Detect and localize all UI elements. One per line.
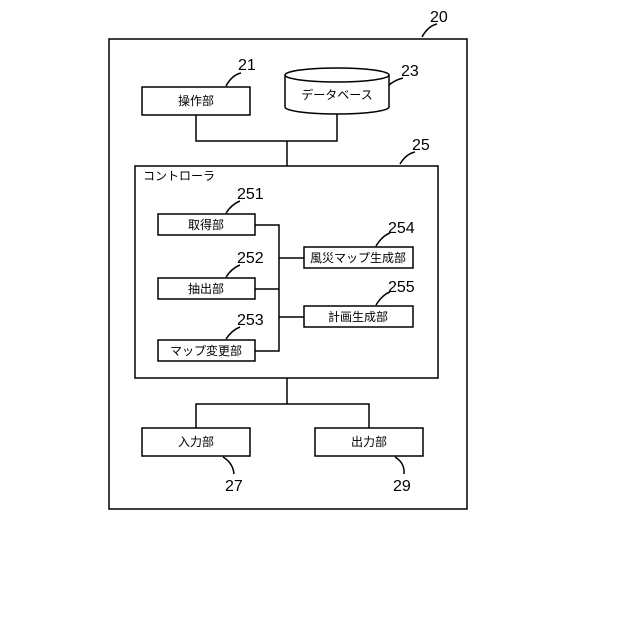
disaster-map-unit-number: 254 [388,220,415,237]
system-number: 20 [430,9,448,26]
operation-unit-leader [226,73,241,86]
operation-unit-label: 操作部 [178,93,214,108]
plan-unit-number: 255 [388,279,415,296]
controller-title: コントローラ [143,169,215,183]
plan-unit-label: 計画生成部 [328,309,388,324]
output-unit-number: 29 [393,478,411,495]
input-unit-leader [223,457,234,474]
extraction-unit-number: 252 [237,250,264,267]
database-number: 23 [401,63,419,80]
input-unit-number: 27 [225,478,243,495]
connector-internal [255,225,304,351]
output-unit-label: 出力部 [351,434,387,449]
extraction-unit-label: 抽出部 [188,281,224,296]
database-label: データベース [301,87,372,102]
connector-bottom [196,378,369,428]
controller-number: 25 [412,137,430,154]
operation-unit-number: 21 [238,57,256,74]
connector-top [196,114,337,166]
acquisition-unit-label: 取得部 [188,217,224,232]
output-unit-leader [395,457,404,474]
input-unit-label: 入力部 [178,434,214,449]
map-change-unit-number: 253 [237,312,264,329]
acquisition-unit-number: 251 [237,186,264,203]
map-change-unit-label: マップ変更部 [170,343,242,358]
disaster-map-unit-label: 風災マップ生成部 [310,250,406,265]
